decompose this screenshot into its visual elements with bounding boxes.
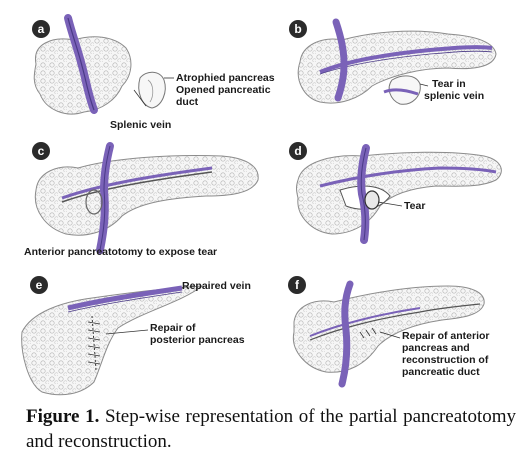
panel-a-badge: a [32,20,50,38]
label-splenic-vein: Splenic vein [110,119,172,131]
label-repair-of-anterior: Repair of anterior [402,330,490,342]
panel-b: b Tear in splenic vein [280,14,512,134]
label-duct: duct [176,96,199,108]
suture-line [91,315,97,371]
atrophied-pancreas [138,71,166,109]
panel-f-illustration [292,280,485,388]
panel-f-badge: f [288,276,306,294]
label-reconstruction-of: reconstruction of [402,354,489,366]
panel-c: c Anterior pancreatotomy to expose tear [22,140,272,265]
panel-a: a Atrophied pancreas Opened pancreatic d… [22,14,275,134]
panel-b-illustration [297,18,497,105]
retractor [85,189,103,215]
panel-a-illustration [33,14,174,115]
reconstructed-duct [309,303,481,341]
label-posterior-pancreas: posterior pancreas [150,334,245,346]
label-tear: Tear [404,200,426,212]
figure-label: Figure 1. [26,406,100,427]
label-splenic-vein-b: splenic vein [424,90,485,102]
label-repaired-vein: Repaired vein [182,280,251,292]
label-atrophied-pancreas: Atrophied pancreas [176,72,275,84]
pancreas-body-c [34,155,259,236]
pancreas-body-d [296,151,502,235]
panel-e-illustration [21,285,204,396]
splenic-vein-f [338,280,354,388]
panel-d: d Tear [280,140,512,265]
tear-mark [364,190,380,210]
label-tear-in: Tear in [432,78,466,90]
panel-c-badge: c [32,142,50,160]
panel-b-badge: b [289,20,307,38]
splenic-vein-b [332,18,348,102]
caption-text: Step-wise representation of the partial … [26,406,517,452]
panel-d-badge: d [289,142,307,160]
label-pancreatic-duct: pancreatic duct [402,366,480,378]
panel-c-illustration [34,142,259,254]
incision [61,171,213,203]
figure-caption: Figure 1. Step-wise representation of th… [26,404,516,454]
label-pancreas-and: pancreas and [402,342,470,354]
repaired-vein [67,285,183,311]
label-anterior-pancreatotomy: Anterior pancreatotomy to expose tear [24,246,218,258]
pancreas-tissue-e [21,285,204,396]
panel-f: f Repair of anterior pancreas and recons… [280,272,512,400]
label-repair-of: Repair of [150,322,196,334]
panel-d-illustration [296,144,502,244]
panel-e-badge: e [30,276,48,294]
label-opened-pancreatic: Opened pancreatic [176,84,271,96]
panel-e: e Repaired vein Repair of posterior panc… [21,272,272,400]
